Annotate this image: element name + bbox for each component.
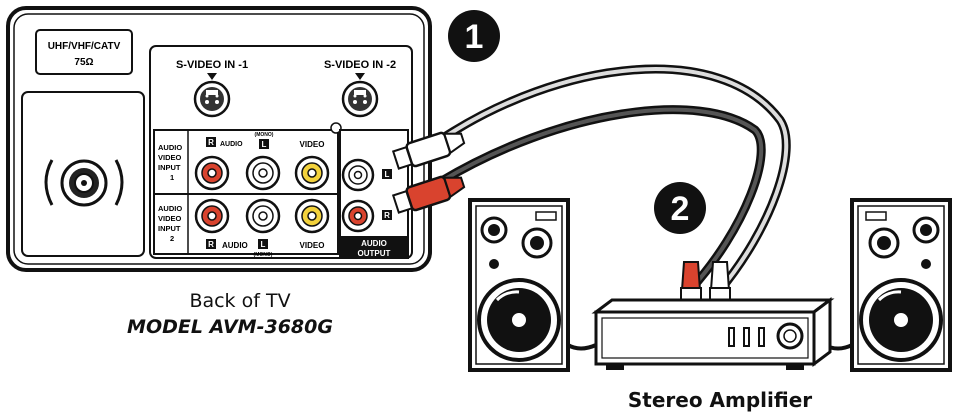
- input1-video-label: VIDEO: [300, 140, 325, 149]
- output-l-label: L: [385, 170, 390, 179]
- input1-mono-label: (MONO): [255, 132, 274, 138]
- step-1-number: 1: [465, 18, 484, 56]
- input1-audio-r-jack-icon: [194, 155, 230, 191]
- right-speaker-icon: [850, 198, 952, 372]
- antenna-impedance: 75Ω: [74, 57, 93, 68]
- rca-audio-cable: [391, 64, 791, 309]
- input1-label-number: 1: [170, 173, 174, 182]
- audio-output-r-jack-icon: [341, 199, 375, 233]
- input1-audio-label: AUDIO: [220, 141, 243, 148]
- input1-video-jack-icon: [294, 155, 330, 191]
- input2-audio-r-jack-icon: [194, 198, 230, 234]
- input2-l-label: L: [261, 240, 266, 249]
- audio-output-label-2: OUTPUT: [358, 249, 391, 258]
- tv-caption-model: MODEL AVM-3680G: [127, 316, 333, 338]
- audio-output-l-jack-icon: [341, 158, 375, 192]
- antenna-label: UHF/VHF/CATV: [48, 41, 121, 52]
- input2-label-number: 2: [170, 234, 174, 243]
- input2-audio-l-jack-icon: [245, 198, 281, 234]
- tv-caption-title: Back of TV: [189, 290, 291, 312]
- svideo-in-2-label: S-VIDEO IN -2: [324, 59, 396, 71]
- input2-video-label: VIDEO: [300, 241, 325, 250]
- coax-antenna-connector-icon: [44, 159, 124, 207]
- input1-l-label: L: [262, 140, 267, 149]
- input1-label-audio: AUDIO: [158, 143, 182, 152]
- amplifier-caption: Stereo Amplifier: [627, 388, 813, 412]
- input2-mono-label: (MONO): [254, 252, 273, 258]
- input1-label-input: INPUT: [158, 163, 181, 172]
- input2-label-audio: AUDIO: [158, 204, 182, 213]
- input2-video-jack-icon: [294, 198, 330, 234]
- left-speaker-icon: [468, 198, 570, 372]
- svideo-in-1-label: S-VIDEO IN -1: [176, 59, 248, 71]
- svideo-in-2-jack-icon: [341, 80, 379, 118]
- white-rca-plug-icon: [391, 131, 466, 170]
- audio-output-label-1: AUDIO: [361, 239, 387, 248]
- svideo-in-1-jack-icon: [193, 80, 231, 118]
- output-r-label: R: [384, 211, 390, 220]
- step-2-badge: 2: [654, 182, 706, 234]
- step-2-number: 2: [671, 190, 690, 228]
- input2-label-video: VIDEO: [158, 214, 182, 223]
- input2-r-label: R: [208, 240, 214, 249]
- input1-label-video: VIDEO: [158, 153, 182, 162]
- tv-back-panel: UHF/VHF/CATV 75Ω S-VIDEO IN -1 S-VIDEO I…: [6, 6, 432, 272]
- red-rca-plug-icon: [391, 175, 466, 214]
- input1-r-label: R: [208, 138, 214, 147]
- stereo-amplifier-icon: [591, 297, 835, 370]
- input1-audio-l-jack-icon: [245, 155, 281, 191]
- input2-label-input: INPUT: [158, 224, 181, 233]
- input2-audio-label: AUDIO: [222, 241, 248, 250]
- step-1-badge: 1: [448, 10, 500, 62]
